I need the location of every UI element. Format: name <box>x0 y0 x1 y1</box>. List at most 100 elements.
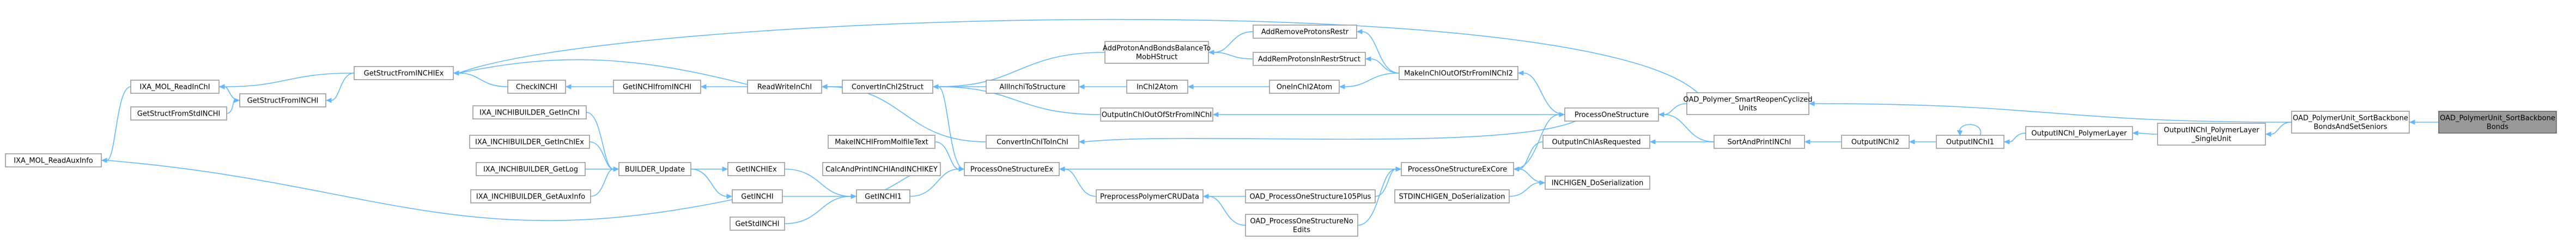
node-outputinchisrequested[interactable]: OutputInChIAsRequested <box>1542 135 1650 149</box>
node-inchigen-doserialization[interactable]: INCHIGEN_DoSerialization <box>1545 176 1650 190</box>
node-label: OutputInChIAsRequested <box>1552 139 1641 147</box>
edge-outputinchisrequested-to-processonestructureexcore <box>1513 141 1544 172</box>
node-box <box>507 80 566 94</box>
node-label: OneInChI2Atom <box>1277 83 1332 92</box>
node-ixa-builder-getlog[interactable]: IXA_INCHIBUILDER_GetLog <box>476 162 586 176</box>
node-label: GetStructFromINCHIEx <box>364 70 444 78</box>
node-ixa-builder-getinchi[interactable]: IXA_INCHIBUILDER_GetInChI <box>472 105 587 119</box>
node-label: CheckINCHI <box>516 83 557 92</box>
node-addremprotonsinrestrstruct[interactable]: AddRemProtonsInRestrStruct <box>1253 52 1366 66</box>
node-builder-update[interactable]: BUILDER_Update <box>618 162 691 176</box>
node-ixa-builder-getauxinfo[interactable]: IXA_INCHIBUILDER_GetAuxInfo <box>470 189 591 203</box>
node-box <box>2291 111 2410 134</box>
node-processonestructureex[interactable]: ProcessOneStructureEx <box>964 162 1060 176</box>
node-getstructfrominchi[interactable]: GetStructFromINCHI <box>239 93 326 107</box>
node-getstructfromstdinchi[interactable]: GetStructFromStdINCHI <box>130 106 227 121</box>
node-label: GetStdINCHI <box>735 220 779 229</box>
node-readwriteinchi[interactable]: ReadWriteInChI <box>747 80 822 94</box>
edge-preprocesspolymercrudata-to-processonestructureex <box>1059 166 1097 197</box>
node-convertinchitoinchi[interactable]: ConvertInChIToInChI <box>986 135 1079 149</box>
node-allinchitostructure[interactable]: AllInchiToStructure <box>986 80 1079 94</box>
node-label: OutputINChI1 <box>1946 139 1994 147</box>
edge-oad_processonestructurenoedits-to-preprocesspolymercrudata <box>1202 194 1246 226</box>
node-label: IXA_INCHIBUILDER_GetLog <box>483 166 578 174</box>
node-label: AllInchiToStructure <box>999 83 1065 92</box>
node-addremoveprotonsrestr[interactable]: AddRemoveProtonsRestr <box>1253 25 1357 39</box>
node-box <box>1253 25 1357 39</box>
node-ixa-readauxinfo[interactable]: IXA_MOL_ReadAuxInfo <box>5 153 102 167</box>
edge-makeinchioutofstrfrominchi2-to-oneinchi2atom <box>1339 73 1400 89</box>
node-ixa-readinchi[interactable]: IXA_MOL_ReadInChI <box>130 80 220 94</box>
node-label: SortAndPrintINChI <box>1728 139 1791 147</box>
node-oad-sortbackbonebonds-sets[interactable]: OAD_PolymerUnit_SortBackboneBondsAndSetS… <box>2291 111 2410 134</box>
node-getinchi1[interactable]: GetINCHI1 <box>856 189 910 203</box>
node-box <box>1126 80 1188 94</box>
node-box <box>1253 52 1366 66</box>
node-getinchi-upper[interactable]: GetINCHI <box>732 189 783 203</box>
node-checkinchi[interactable]: CheckINCHI <box>507 80 566 94</box>
node-label: GetINCHI <box>741 193 773 201</box>
node-inchi2atom[interactable]: InChI2Atom <box>1126 80 1188 94</box>
node-label: IXA_MOL_ReadInChI <box>139 83 210 92</box>
node-getstdinchi[interactable]: GetStdINCHI <box>730 217 785 231</box>
node-label: GetStructFromStdINCHI <box>137 110 220 118</box>
node-getinchifrominchi[interactable]: GetINCHIfromINCHI <box>613 80 701 94</box>
node-label: ProcessOneStructure <box>1575 111 1649 119</box>
node-label: MakeINCHIFromMolfileText <box>835 139 928 147</box>
node-makeinchioutofstrfrominchi2[interactable]: MakeInChIOutOfStrFromINChI2 <box>1399 66 1518 80</box>
node-outputinchi-polymerlayer-single[interactable]: OutputINChI_PolymerLayer_SingleUnit <box>2157 123 2266 146</box>
edge-getinchi_upper-to-ixa_readauxinfo <box>101 158 733 221</box>
node-getinchiex[interactable]: GetINCHIEx <box>727 162 785 176</box>
node-box <box>1245 189 1376 203</box>
node-preprocesspolymercrudata[interactable]: PreprocessPolymerCRUData <box>1096 189 1204 203</box>
node-box <box>469 135 590 149</box>
node-label: MakeInChIOutOfStrFromINChI2 <box>1404 70 1513 78</box>
node-box <box>1545 176 1650 190</box>
node-box <box>986 135 1079 149</box>
node-ixa-builder-getinchiex[interactable]: IXA_INCHIBUILDER_GetInChIEx <box>469 135 590 149</box>
node-oad-processonestructure105plus[interactable]: OAD_ProcessOneStructure105Plus <box>1245 189 1376 203</box>
node-makeinchifrommolfiletext[interactable]: MakeINCHIFromMolfileText <box>828 135 935 149</box>
edge-ixa_readinchi-to-ixa_readauxinfo <box>101 86 131 163</box>
node-outputinchi2[interactable]: OutputINChI2 <box>1841 135 1910 149</box>
node-label: GetINCHI1 <box>865 193 902 201</box>
node-outputinchi-polymerlayer[interactable]: OutputINChI_PolymerLayer <box>2025 126 2133 140</box>
node-label: CalcAndPrintINCHIAndINCHIKEY <box>825 166 938 174</box>
node-box <box>1399 66 1518 80</box>
node-label: OAD_ProcessOneStructure105Plus <box>1250 193 1371 201</box>
edge-builder_update-to-getinchiex <box>691 166 728 172</box>
node-outputinchioutofstrfrominchi[interactable]: OutputInChIOutOfStrFromINChI <box>1100 107 1213 122</box>
node-stdinchigen-doserialization[interactable]: STDINCHIGEN_DoSerialization <box>1394 189 1510 203</box>
node-processonestructure[interactable]: ProcessOneStructure <box>1564 107 1659 122</box>
node-box <box>727 162 785 176</box>
edge-readwriteinchi-to-getstructfrominchiex <box>453 59 748 85</box>
edge-getstdinchi-to-getinchi1 <box>784 194 857 224</box>
node-sortprintinchi[interactable]: SortAndPrintINChI <box>1714 135 1805 149</box>
node-box <box>2438 111 2557 134</box>
node-label: OAD_ProcessOneStructureNo <box>1250 218 1353 226</box>
edge-outputinchi2-to-sortprintinchi <box>1804 139 1842 145</box>
node-box <box>730 217 785 231</box>
edge-processonestructure-to-makeinchioutofstrfrominchi2 <box>1517 70 1565 115</box>
node-outputinchi1[interactable]: OutputINChI1 <box>1936 135 2004 149</box>
node-box <box>1245 214 1358 237</box>
node-box <box>1401 162 1514 176</box>
node-label: OAD_PolymerUnit_SortBackbone <box>2293 115 2408 123</box>
node-oneinchi2atom[interactable]: OneInChI2Atom <box>1269 80 1340 94</box>
node-box <box>1394 189 1510 203</box>
edge-outputinchi_polymerlayer_single-to-outputinchi_polymerlayer <box>2132 130 2158 136</box>
node-label: InChI2Atom <box>1137 83 1178 92</box>
node-calcandprintinchiandinchikey[interactable]: CalcAndPrintINCHIAndINCHIKEY <box>822 162 941 176</box>
node-box <box>747 80 822 94</box>
node-processonestructureexcore[interactable]: ProcessOneStructureExCore <box>1401 162 1514 176</box>
node-convertinchi2struct[interactable]: ConvertInChI2Struct <box>842 80 933 94</box>
node-getstructfrominchiex[interactable]: GetStructFromINCHIEx <box>354 66 454 80</box>
node-label: BondsAndSetSeniors <box>2313 123 2387 131</box>
node-label: IXA_MOL_ReadAuxInfo <box>14 157 93 165</box>
edge-makeinchioutofstrfrominchi2-to-addremprotonsinrestrstruct <box>1365 56 1400 74</box>
